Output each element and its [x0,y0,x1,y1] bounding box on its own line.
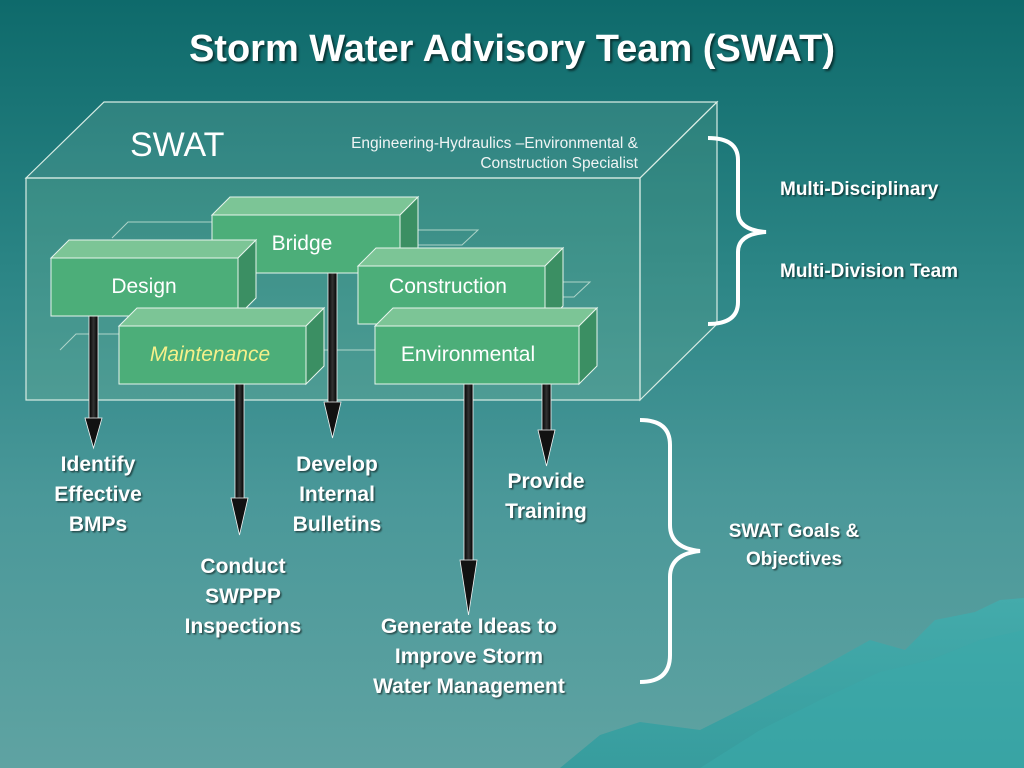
outcome-identify-line: Identify [60,453,136,476]
inner-plane-lines [59,221,592,351]
slide-title: Storm Water Advisory Team (SWAT) [188,28,836,70]
box-design-label: Design [111,275,176,298]
outcome-provide: Provide Training [484,467,608,527]
outcome-develop: Develop Internal Bulletins [272,450,402,540]
swat-goals-line: SWAT Goals & [728,521,860,542]
outcome-generate-line: Water Management [373,675,565,698]
outcome-identify: Identify Effective BMPs [38,450,158,540]
multi-division-label: Multi-Division Team [780,261,959,282]
outcome-conduct-line: SWPPP [205,585,281,608]
box-maintenance-label: Maintenance [150,343,270,366]
swat-label: SWAT [130,126,225,164]
outcome-provide-line: Training [505,500,587,523]
box-environmental-label: Environmental [401,343,535,366]
outcome-provide-line: Provide [507,470,585,493]
outcome-develop-line: Develop [296,453,378,476]
brace-team [707,136,767,326]
arrow-conduct [230,383,249,536]
box-bridge-label: Bridge [272,232,333,255]
swat-goals-label: SWAT Goals & Objectives [704,518,884,574]
arrows [84,272,556,616]
box-construction-label: Construction [389,275,507,298]
box-design: Design [49,238,258,318]
outcome-identify-line: BMPs [68,513,128,536]
arrow-generate [459,383,478,616]
outcome-conduct-line: Conduct [200,555,286,578]
outcome-generate-line: Generate Ideas to [380,615,558,638]
outcome-develop-line: Bulletins [292,513,382,536]
specialists-line-1: Engineering-Hydraulics –Environmental & [351,135,638,152]
box-maintenance: Maintenance [117,306,326,386]
multi-disciplinary-label: Multi-Disciplinary [780,179,939,200]
mountain-decoration-back [700,630,1024,768]
outcome-conduct-line: Inspections [184,615,302,638]
brace-goals [639,418,701,684]
specialists-line-2: Construction Specialist [480,155,638,172]
outcome-conduct: Conduct SWPPP Inspections [168,552,318,642]
swat-goals-line: Objectives [745,549,843,570]
outcome-generate-line: Improve Storm [394,645,544,668]
outcome-identify-line: Effective [54,483,142,506]
outcome-generate: Generate Ideas to Improve Storm Water Ma… [346,612,592,702]
outcome-develop-line: Internal [299,483,375,506]
box-environmental: Environmental [373,306,599,386]
